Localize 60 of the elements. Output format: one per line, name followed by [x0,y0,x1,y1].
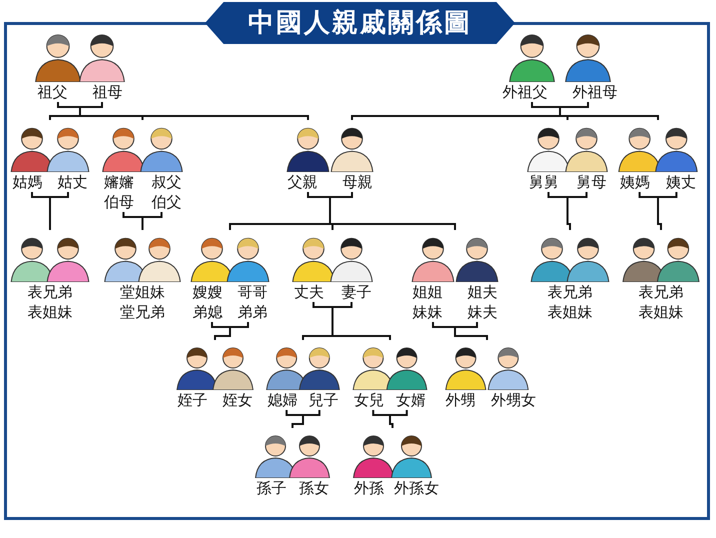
family-line [214,332,231,340]
kinship-label: 外甥 [444,390,476,410]
kinship-label: 叔父 [150,172,182,192]
kinship-label: 嬸嬸 [102,172,135,192]
kinship-label: 女婿 [395,390,427,410]
kinship-label: 弟媳 [192,302,224,322]
kinship-label: 孫子 [255,478,288,498]
kinship-label: 表姐妹 [638,302,684,322]
kinship-label: 堂兄弟 [119,302,166,322]
kinship-label: 妹夫 [466,302,498,322]
kinship-label: 外祖母 [572,82,618,102]
kinship-label: 外孫女 [392,478,440,498]
family-line [332,312,391,340]
kinship-label: 姪女 [222,390,254,410]
family-line [292,420,304,428]
kinship-label: 母親 [342,172,374,192]
kinship-label: 姨丈 [665,172,697,192]
kinship-label: 妹妹 [412,302,444,322]
kinship-label: 嫂嫂 [192,282,224,302]
title-banner: 中國人親戚關係圖 [205,2,515,44]
kinship-label: 伯父 [150,192,182,212]
kinship-label: 外孫 [352,478,385,498]
kinship-label: 舅母 [575,172,608,192]
kinship-label: 表姐妹 [26,302,74,322]
kinship-label: 伯母 [102,192,135,212]
kinship-label: 丈夫 [292,282,325,302]
kinship-label: 妻子 [340,282,372,302]
kinship-label: 兒子 [308,390,340,410]
family-line [351,112,561,120]
family-line [559,112,659,120]
kinship-label: 姨媽 [619,172,651,192]
kinship-label: 堂姐妹 [119,282,166,302]
kinship-label: 弟弟 [236,302,268,322]
kinship-label: 女兒 [353,390,385,410]
kinship-label: 舅舅 [528,172,560,192]
kinship-label: 父親 [286,172,318,192]
family-line [566,202,571,230]
kinship-label: 表姐妹 [546,302,594,322]
kinship-label: 表兄弟 [26,282,74,302]
kinship-label: 哥哥 [236,282,268,302]
kinship-label: 外祖父 [502,82,548,102]
family-line [454,332,488,340]
family-line [657,202,662,230]
kinship-label: 姑媽 [12,172,44,192]
kinship-label: 姪子 [176,390,208,410]
kinship-label: 姐姐 [412,282,444,302]
kinship-label: 祖父 [36,82,68,102]
family-line [389,420,394,428]
family-line [49,112,81,120]
kinship-label: 姐夫 [466,282,498,302]
family-line [142,222,144,230]
kinship-label: 姑丈 [56,172,88,192]
kinship-label: 表兄弟 [638,282,684,302]
kinship-label: 外甥女 [490,390,537,410]
family-line [49,202,51,230]
kinship-label: 祖母 [92,82,124,102]
kinship-label: 孫女 [298,478,330,498]
kinship-label: 媳婦 [266,390,298,410]
family-line [79,112,309,120]
kinship-label: 表兄弟 [546,282,594,302]
